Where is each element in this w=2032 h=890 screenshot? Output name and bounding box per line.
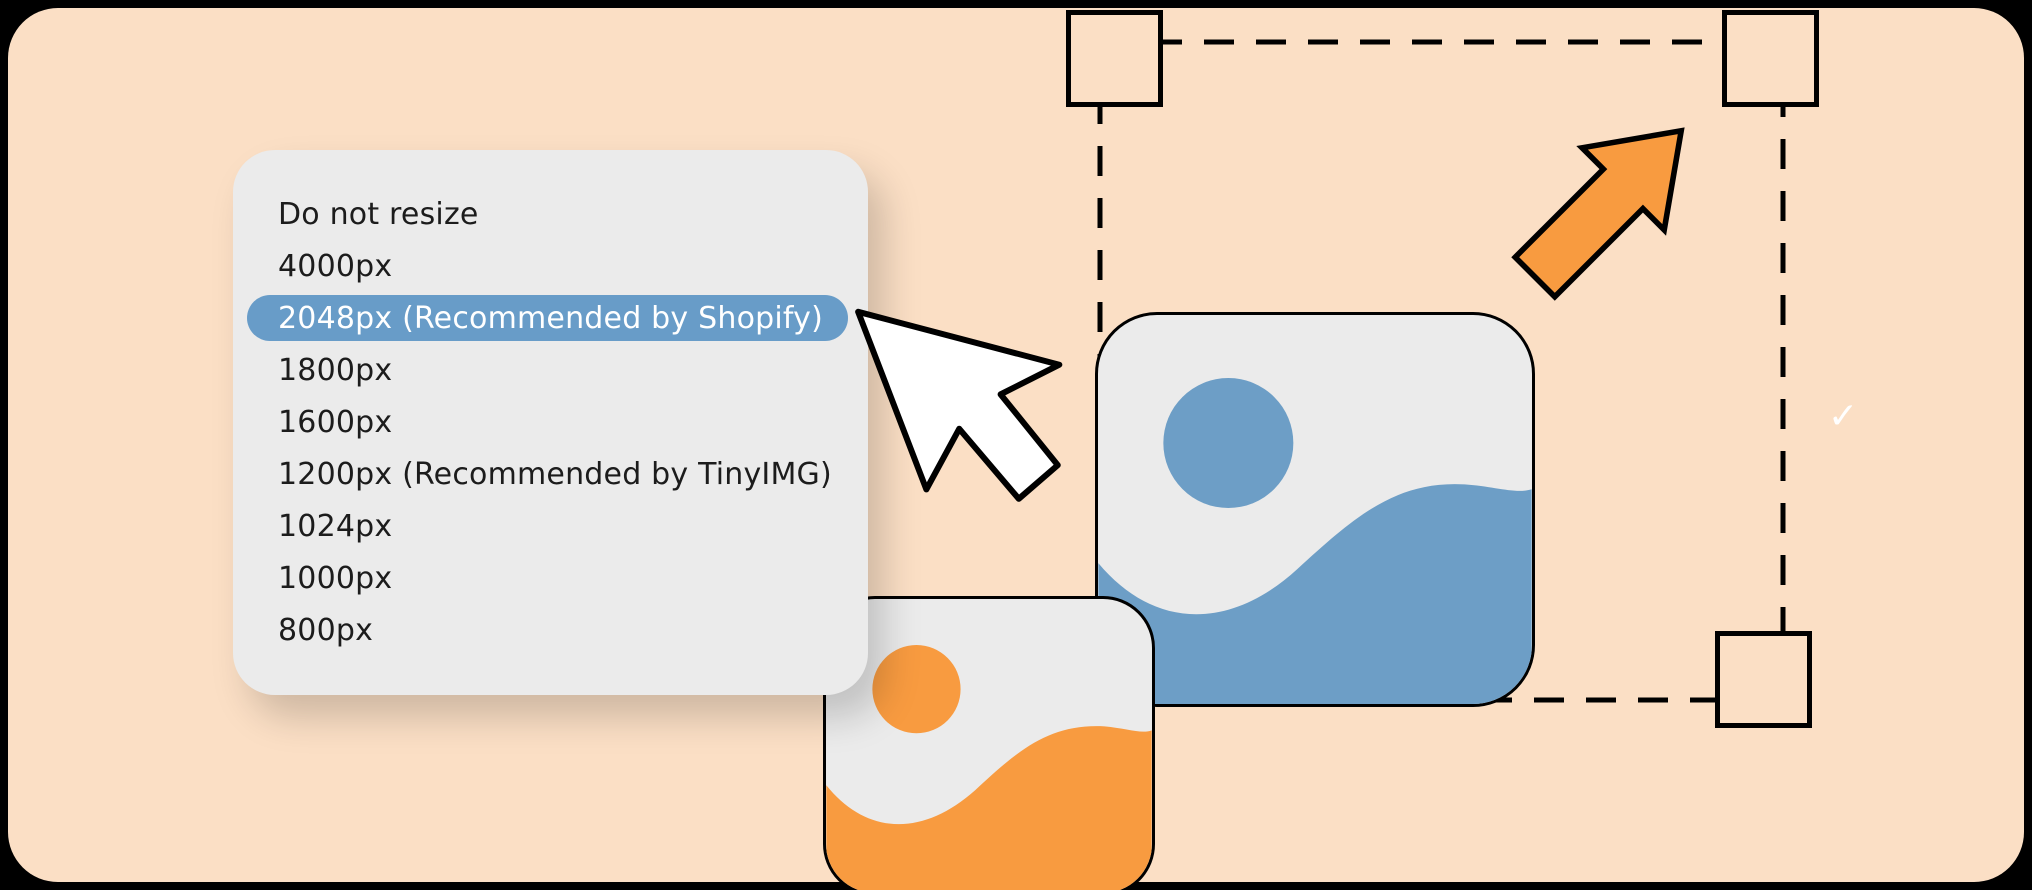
menu-item-1000px[interactable]: 1000px [278,560,393,596]
resize-handle-top-right[interactable] [1722,10,1819,107]
resize-handle-top-left[interactable] [1066,10,1163,107]
menu-item-do-not-resize[interactable]: Do not resize [278,196,479,232]
menu-item-2048px[interactable]: 2048px (Recommended by Shopify) [247,295,848,341]
resize-dropdown-menu: Do not resize 4000px 2048px (Recommended… [233,150,868,695]
menu-item-1600px[interactable]: 1600px [278,404,393,440]
landscape-glyph-orange [826,645,1152,890]
image-icon-small [823,596,1155,890]
checkmark-icon: ✓ [1828,396,1859,437]
resize-handle-bottom-right[interactable] [1715,631,1812,728]
image-icon-large [1095,312,1535,707]
landscape-glyph-blue [1098,378,1532,704]
menu-item-1800px[interactable]: 1800px [278,352,393,388]
menu-item-800px[interactable]: 800px [278,612,374,648]
menu-item-4000px[interactable]: 4000px [278,248,393,284]
menu-item-1200px[interactable]: 1200px (Recommended by TinyIMG) [278,456,832,492]
menu-item-1024px[interactable]: 1024px [278,508,393,544]
cursor-icon [855,308,1063,502]
resize-arrow-icon [1511,127,1685,301]
